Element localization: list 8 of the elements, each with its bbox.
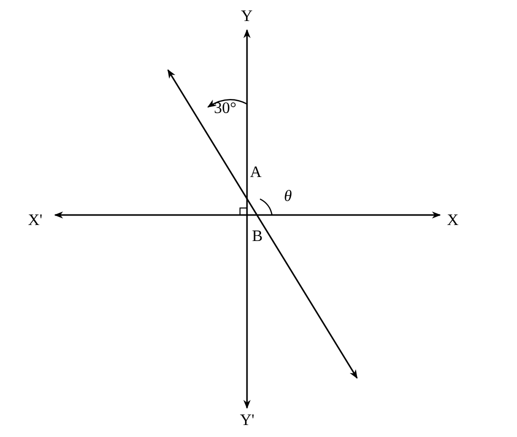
axis-label: Y' xyxy=(240,412,254,430)
axis-label: Y xyxy=(241,8,253,26)
axis-label: X xyxy=(447,212,459,230)
angle-label: 30° xyxy=(214,100,236,118)
point-label: A xyxy=(250,164,262,182)
angle-label: θ xyxy=(284,188,292,206)
axis-label: X' xyxy=(28,212,42,230)
point-label: B xyxy=(252,228,263,246)
